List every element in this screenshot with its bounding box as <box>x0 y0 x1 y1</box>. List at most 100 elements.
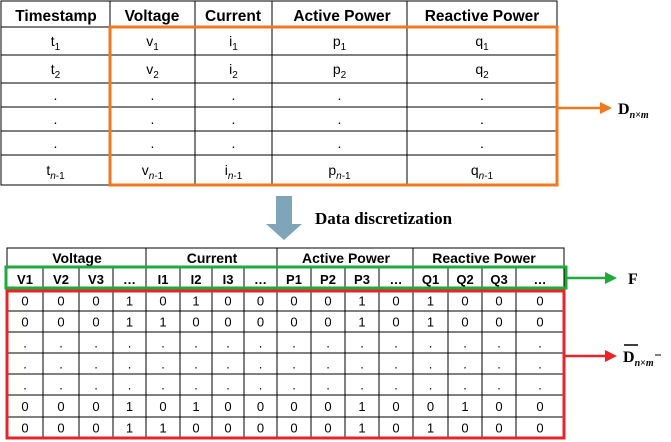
binary-cell: 0 <box>536 315 543 330</box>
binary-cell: . <box>394 357 398 372</box>
binary-cell: . <box>497 378 501 393</box>
binary-cell: 1 <box>126 421 133 436</box>
binary-cell: . <box>292 336 296 351</box>
top-cell: . <box>54 111 58 127</box>
label-D-nxm: Dn×m <box>618 101 649 121</box>
binary-cell: 0 <box>159 399 166 414</box>
top-table-border <box>0 0 558 186</box>
feature-header: … <box>254 272 267 287</box>
binary-cell: . <box>326 378 330 393</box>
binary-cell: . <box>463 336 467 351</box>
feature-header: … <box>534 272 547 287</box>
feature-header: I2 <box>191 272 202 287</box>
header-active-power: Active Power <box>293 8 390 25</box>
binary-cell: . <box>94 336 98 351</box>
binary-cell: . <box>161 336 165 351</box>
binary-cell: . <box>94 378 98 393</box>
binary-cell: . <box>23 336 27 351</box>
binary-cell: 0 <box>290 421 297 436</box>
binary-cell: 0 <box>461 315 468 330</box>
binary-cell: . <box>194 336 198 351</box>
top-cell: . <box>54 87 58 103</box>
binary-cell: 0 <box>392 315 399 330</box>
binary-cell: 0 <box>324 315 331 330</box>
top-cell: vn-1 <box>142 162 164 182</box>
binary-cell: 0 <box>257 315 264 330</box>
feature-header: I3 <box>223 272 234 287</box>
top-cell: t1 <box>51 33 61 53</box>
top-cell: qn-1 <box>471 162 494 182</box>
binary-cell: . <box>360 336 364 351</box>
binary-cell: 0 <box>392 399 399 414</box>
binary-cell: 0 <box>57 315 64 330</box>
binary-cell: 0 <box>290 294 297 309</box>
binary-cell: 0 <box>224 421 231 436</box>
binary-cell: 0 <box>427 399 434 414</box>
discretized-table: Voltage Current Active Power Reactive Po… <box>4 247 568 440</box>
binary-cell: 0 <box>495 294 502 309</box>
binary-cell: 0 <box>290 315 297 330</box>
binary-cell: . <box>259 357 263 372</box>
binary-cell: . <box>194 378 198 393</box>
binary-cell: 0 <box>92 421 99 436</box>
feature-header: Q3 <box>490 272 507 287</box>
binary-cell: . <box>292 378 296 393</box>
binary-cell: 0 <box>536 294 543 309</box>
binary-cell: . <box>326 336 330 351</box>
binary-cell: 1 <box>192 399 199 414</box>
binary-cell: . <box>161 357 165 372</box>
binary-cell: 0 <box>224 399 231 414</box>
binary-matrix-outline <box>5 289 566 440</box>
binary-cell: . <box>429 357 433 372</box>
binary-cell: . <box>23 357 27 372</box>
binary-cell: 0 <box>257 421 264 436</box>
top-cell: . <box>338 135 342 151</box>
binary-cell: . <box>394 378 398 393</box>
arrow-to-Dbar <box>564 350 617 362</box>
binary-cell: . <box>226 357 230 372</box>
top-cell: . <box>151 111 155 127</box>
feature-header: P3 <box>354 272 370 287</box>
binary-cell: . <box>497 357 501 372</box>
svg-text:Dn×m: Dn×m <box>623 349 654 369</box>
label-D-bar-nxm: Dn×m <box>623 344 661 369</box>
binary-cell: 1 <box>192 294 199 309</box>
top-cell: i1 <box>229 33 238 53</box>
arrow-to-D <box>557 102 612 114</box>
header-reactive-power: Reactive Power <box>425 8 540 25</box>
data-discretization-label: Data discretization <box>315 209 453 228</box>
binary-cell: 0 <box>495 399 502 414</box>
feature-header: V1 <box>17 272 33 287</box>
binary-cell: . <box>226 378 230 393</box>
top-cell: . <box>480 87 484 103</box>
binary-cell: . <box>259 336 263 351</box>
binary-cell: 0 <box>290 399 297 414</box>
binary-cell: 0 <box>392 421 399 436</box>
binary-cell: 1 <box>427 315 434 330</box>
binary-cell: 0 <box>21 294 28 309</box>
binary-cell: . <box>394 336 398 351</box>
top-cell: tn-1 <box>46 162 65 182</box>
binary-cell: 0 <box>392 294 399 309</box>
top-cell: p1 <box>333 33 347 53</box>
binary-cell: 0 <box>461 294 468 309</box>
top-cell: q2 <box>475 61 489 81</box>
binary-cell: . <box>326 357 330 372</box>
binary-cell: 1 <box>126 315 133 330</box>
binary-cell: . <box>429 378 433 393</box>
binary-cell: 1 <box>358 315 365 330</box>
binary-cell: 1 <box>126 294 133 309</box>
binary-cell: . <box>538 336 542 351</box>
binary-cell: . <box>259 378 263 393</box>
group-current: Current <box>187 250 238 266</box>
binary-cell: . <box>226 336 230 351</box>
data-matrix-outline <box>108 25 559 187</box>
binary-cell: . <box>128 336 132 351</box>
binary-cell: 0 <box>324 399 331 414</box>
top-table-grid <box>1 1 557 185</box>
top-cell: p2 <box>333 61 347 81</box>
binary-cell: . <box>128 378 132 393</box>
feature-header: Q2 <box>456 272 473 287</box>
